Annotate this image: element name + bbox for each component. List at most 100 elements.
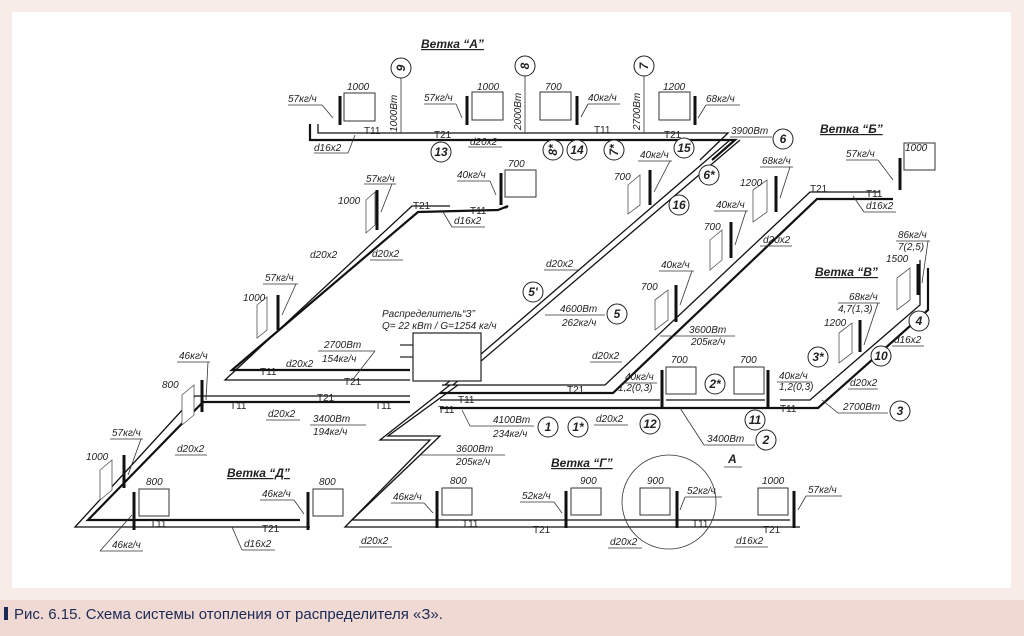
label-t11-left: T11 <box>470 206 487 217</box>
branch-v: 1500 86кг/ч 7(2,5) 1200 68кг/ч 4,7(1,3) … <box>780 230 930 415</box>
heating-scheme-diagram: T11 T21 T11 T21 1000 57кг/ч d16x2 1000 5… <box>73 37 936 552</box>
svg-text:11: 11 <box>749 413 762 427</box>
pipe-c-size: d20x2 <box>596 414 624 425</box>
load-sd-flow: 154кг/ч <box>322 354 356 365</box>
svg-text:16: 16 <box>672 198 686 212</box>
radiator-g4-flow: 57кг/ч <box>808 485 837 496</box>
radiator-c1-size: 700 <box>671 355 688 366</box>
radiator-b3b-flow: 40кг/ч <box>716 200 745 211</box>
svg-text:15: 15 <box>677 141 691 155</box>
section-4: 4 <box>908 310 930 332</box>
radiator-d2-flow: 57кг/ч <box>112 428 141 439</box>
label-t21-sd: T21 <box>344 377 362 388</box>
radiator-a7-size: 1000 <box>477 82 500 93</box>
branch-d-supply <box>85 400 410 522</box>
label-t11-c2: T11 <box>458 395 475 406</box>
svg-text:8*: 8* <box>546 143 560 156</box>
load-s5-power: 4600Вт <box>560 304 597 315</box>
pipe-d-size2: d20x2 <box>268 409 296 420</box>
pipe-left-size2: d20x2 <box>310 250 338 261</box>
section-5: 5 <box>606 303 628 325</box>
radiator-b4-flow: 40кг/ч <box>640 150 669 161</box>
svg-text:1: 1 <box>545 420 552 434</box>
branch-title-g: Ветка “Г” <box>551 456 613 470</box>
riser-b-return <box>442 191 880 386</box>
central-branch: 700 40кг/ч 1,2(0,3) 700 40кг/ч 1,2(0,3) … <box>438 325 813 446</box>
section-10: 10 <box>870 345 892 367</box>
radiator-b2-size: 1200 <box>740 178 763 189</box>
radiator-a4 <box>658 91 691 121</box>
load-sg-power: 3600Вт <box>456 444 493 455</box>
label-t11-c: T11 <box>438 405 455 416</box>
branch-a: T11 T21 T11 T21 1000 57кг/ч d16x2 1000 5… <box>288 74 772 161</box>
branch-title-b: Ветка “Б” <box>820 122 883 136</box>
drawing-sheet <box>12 12 1011 588</box>
svg-text:6: 6 <box>780 132 787 146</box>
riser-a-supply <box>444 139 731 386</box>
radiator-a4-flow: 68кг/ч <box>706 94 735 105</box>
svg-text:14: 14 <box>570 143 584 157</box>
svg-text:7: 7 <box>637 61 651 69</box>
radiator-g4 <box>757 487 789 516</box>
section-8-star: 8* <box>542 139 564 161</box>
radiator-d2-size: 1000 <box>86 452 109 463</box>
radiator-c2-extra: 1,2(0,3) <box>779 382 813 393</box>
branch-g-supply <box>350 384 459 521</box>
radiator-g3-size: 900 <box>647 476 664 487</box>
svg-text:3*: 3* <box>812 350 825 364</box>
section-6: 6 <box>772 128 794 150</box>
label-t21-d: T21 <box>317 393 335 404</box>
branch-d-return <box>73 395 410 528</box>
riser-left-supply <box>229 204 509 372</box>
pipe-a-size: d16x2 <box>314 143 342 154</box>
pipe-b-size: d20x2 <box>763 235 791 246</box>
pipe-left-size3: d20x2 <box>372 249 400 260</box>
label-t11-sd: T11 <box>260 367 277 378</box>
radiator-c1 <box>665 366 697 395</box>
caption-text: Рис. 6.15. Схема системы отопления от ра… <box>14 606 443 623</box>
section-2-star: 2* <box>704 373 726 395</box>
load-7: 2700Вт <box>632 93 643 131</box>
load-s1-power: 4100Вт <box>493 415 530 426</box>
load-s5-flow: 262кг/ч <box>561 318 596 329</box>
load-6: 3900Вт <box>731 126 768 137</box>
detail-circle-a <box>621 454 717 550</box>
radiator-d1-flow: 46кг/ч <box>179 351 208 362</box>
section-9: 9 <box>390 57 412 79</box>
section-7-star: 7* <box>603 139 625 161</box>
pipe-a-size2: d20x2 <box>470 137 498 148</box>
radiator-g2-size: 900 <box>580 476 597 487</box>
detail-mark-a: A <box>727 452 737 466</box>
distributor: Распределитель“З” Q= 22 кВт / G=1254 кг/… <box>382 309 497 382</box>
label-t21-a2: T21 <box>664 130 682 141</box>
load-s1-flow: 234кг/ч <box>492 429 527 440</box>
svg-text:8: 8 <box>518 62 532 69</box>
section-2: 2 <box>755 429 777 451</box>
radiator-c1-flow: 40кг/ч <box>625 372 654 383</box>
radiator-d4 <box>312 488 344 517</box>
svg-text:7*: 7* <box>607 143 621 156</box>
distributor-params: Q= 22 кВт / G=1254 кг/ч <box>382 321 497 332</box>
section-16: 16 <box>668 194 690 216</box>
caption-marker <box>4 607 8 620</box>
pipe-a-supply <box>308 124 738 161</box>
left-riser-radiators: 1000 57кг/ч 1000 57кг/ч 700 40кг/ч T21 T… <box>243 159 537 388</box>
radiator-a7-flow: 57кг/ч <box>424 93 453 104</box>
section-3-star: 3* <box>807 346 829 368</box>
radiator-a5-size: 700 <box>508 159 525 170</box>
svg-text:13: 13 <box>434 145 448 159</box>
label-t11-d3: T11 <box>150 519 167 530</box>
label-t21-g2: T21 <box>763 525 781 536</box>
radiator-a2-flow: 57кг/ч <box>265 273 294 284</box>
load-sb-power: 3600Вт <box>689 325 726 336</box>
radiator-c2 <box>733 366 765 395</box>
radiator-g2-flow: 52кг/ч <box>522 491 551 502</box>
section-11: 11 <box>744 409 766 431</box>
section-markers: 9 8 7 13 8* 14 7* 15 6 6* 16 5' 5 4 3* 1… <box>390 55 930 451</box>
distributor-title: Распределитель“З” <box>382 309 476 320</box>
label-t21-b: T21 <box>810 184 828 195</box>
radiator-b1-flow: 57кг/ч <box>846 149 875 160</box>
label-t11-g2: T11 <box>692 519 709 530</box>
section-14: 14 <box>566 139 588 161</box>
section-13: 13 <box>430 141 452 163</box>
